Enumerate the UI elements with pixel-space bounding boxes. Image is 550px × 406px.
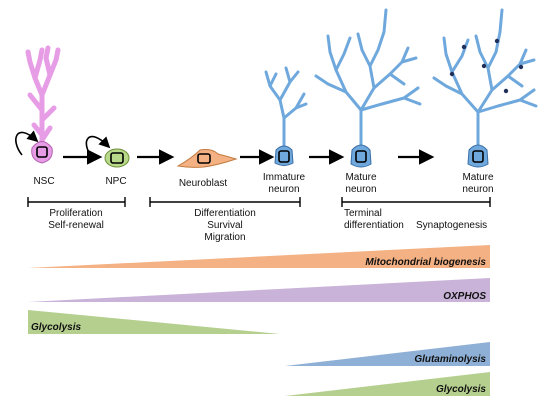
glycolysis-increasing-label: Glycolysis — [436, 384, 486, 395]
glycolysis-increasing-wedge — [285, 372, 490, 396]
stage-label-mature2-line2: neuron — [462, 184, 493, 195]
stage-label-neuroblast: Neuroblast — [179, 178, 228, 189]
process-self-renewal: Self-renewal — [48, 220, 104, 231]
nsc-cell-icon — [25, 45, 61, 164]
mature-neuron-icon — [314, 8, 422, 168]
glycolysis-decreasing-label: Glycolysis — [31, 322, 81, 333]
glycolysis-decreasing-wedge — [28, 310, 280, 334]
stage-label-nsc: NSC — [33, 176, 54, 187]
self-renewal-arrow-nsc — [15, 130, 39, 156]
immature-neuron-icon — [264, 66, 308, 166]
self-renewal-arrow-npc — [85, 135, 111, 158]
process-proliferation: Proliferation — [49, 208, 102, 219]
stage-label-mature2-line1: Mature — [462, 172, 494, 183]
glutaminolysis-wedge — [285, 342, 490, 366]
process-synaptogenesis: Synaptogenesis — [416, 220, 487, 231]
oxphos-wedge — [28, 278, 490, 302]
process-terminal-differentiation: differentiation — [344, 220, 404, 231]
bracket-proliferation — [27, 197, 126, 207]
stage-label-mature1-line1: Mature — [345, 172, 377, 183]
oxphos-label: OXPHOS — [443, 291, 486, 302]
glutaminolysis-label: Glutaminolysis — [414, 354, 486, 365]
process-differentiation: Differentiation — [194, 208, 256, 219]
npc-cell-icon — [104, 148, 130, 168]
mature-neuron-synapses-icon — [432, 8, 538, 168]
neuroblast-cell-icon — [176, 149, 238, 168]
process-survival: Survival — [207, 220, 243, 231]
mitochondrial-biogenesis-label: Mitochondrial biogenesis — [365, 257, 486, 268]
process-terminal: Terminal — [344, 208, 382, 219]
mitochondrial-biogenesis-wedge — [28, 245, 490, 268]
stage-label-npc: NPC — [105, 176, 126, 187]
bracket-maturation — [341, 197, 491, 207]
stage-label-mature1-line2: neuron — [345, 184, 376, 195]
process-migration: Migration — [204, 232, 245, 243]
bracket-differentiation — [149, 197, 301, 207]
stage-label-immature-line2: neuron — [268, 184, 299, 195]
stage-label-immature-line1: Immature — [263, 172, 306, 183]
